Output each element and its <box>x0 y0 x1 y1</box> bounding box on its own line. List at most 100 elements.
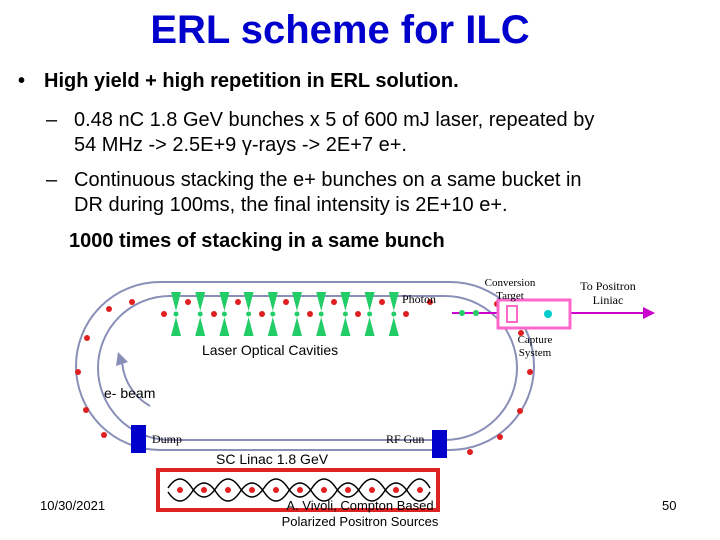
linac-bunch <box>177 487 183 493</box>
linac-bunch <box>249 487 255 493</box>
e-beam-label: e- beam <box>104 385 156 401</box>
photon-label: Photon <box>402 292 437 306</box>
ring-bunch <box>467 449 473 455</box>
laser-cavity-upper <box>316 292 327 311</box>
photon-dot <box>459 310 465 316</box>
linac-bunch <box>273 487 279 493</box>
laser-cavity-upper <box>388 292 399 311</box>
bullet-3-line-1: Continuous stacking the e+ bunches on a … <box>74 169 582 191</box>
top-bunch <box>403 311 409 317</box>
ring-bunch <box>84 335 90 341</box>
sc-linac-box <box>156 468 440 512</box>
laser-focus-point <box>367 311 373 317</box>
bullet-marker-2: – <box>46 109 58 131</box>
laser-cavity-upper <box>219 292 230 311</box>
rf-gun-block <box>432 430 447 458</box>
top-bunch <box>427 299 433 305</box>
laser-cavity-upper <box>292 292 302 311</box>
laser-cavities-label: Laser Optical Cavities <box>202 342 339 358</box>
ring-outer <box>75 281 535 451</box>
ring-inner <box>97 295 518 441</box>
bullet-3-line-2: DR during 100ms, the final intensity is … <box>74 194 508 216</box>
laser-cavity-lower <box>364 317 375 336</box>
linac-bunch <box>417 487 423 493</box>
laser-focus-point <box>391 311 397 317</box>
top-bunch <box>379 299 385 305</box>
ring-bunch <box>101 432 107 438</box>
bullet-marker-1: • <box>18 70 26 92</box>
linac-bunch <box>369 487 375 493</box>
top-bunch <box>331 299 337 305</box>
stacking-highlight: 1000 times of stacking in a same bunch <box>69 230 445 252</box>
laser-cavity-upper <box>171 292 181 311</box>
laser-cavity-lower <box>267 317 278 336</box>
linac-bunch <box>345 487 351 493</box>
dump-label: Dump <box>152 432 182 446</box>
laser-cavity-upper <box>243 292 254 311</box>
footer-date: 10/30/2021 <box>40 498 106 513</box>
slide-title: ERL scheme for ILC <box>150 8 530 52</box>
footer-author: A. Vivoli, Compton Based Polarized Posit… <box>281 498 439 529</box>
laser-cavity-lower <box>340 317 351 336</box>
photon-dot <box>473 310 479 316</box>
bullet-1-text: High yield + high repetition in ERL solu… <box>44 70 459 92</box>
linac-bunch <box>297 487 303 493</box>
ring-bunch <box>83 407 89 413</box>
laser-focus-point <box>294 311 300 317</box>
linac-bunch <box>321 487 327 493</box>
ring-bunch <box>527 369 533 375</box>
bullet-2-line-1: 0.48 nC 1.8 GeV bunches x 5 of 600 mJ la… <box>74 109 595 131</box>
laser-cavity-upper <box>340 292 351 311</box>
to-positron-linac-label: To Positron Liniac <box>580 279 636 307</box>
top-bunch <box>283 299 289 305</box>
dump-block <box>131 425 146 453</box>
top-bunch <box>235 299 241 305</box>
laser-cavity-lower <box>316 317 327 336</box>
ring-bunch <box>518 330 524 336</box>
laser-cavity-lower <box>292 317 302 336</box>
laser-cavity-array <box>171 292 399 336</box>
linac-bunch <box>225 487 231 493</box>
laser-cavity-lower <box>243 317 254 336</box>
laser-cavity-lower <box>171 317 181 336</box>
top-bunch <box>161 311 167 317</box>
ring-bunch <box>106 306 112 312</box>
ring-bunch <box>75 369 81 375</box>
sc-linac-label: SC Linac 1.8 GeV <box>216 451 329 467</box>
bullet-marker-3: – <box>46 169 58 191</box>
top-bunch <box>307 311 313 317</box>
laser-cavity-upper <box>195 292 206 311</box>
ring-bunch <box>497 434 503 440</box>
laser-cavity-upper <box>267 292 278 311</box>
rf-gun-label: RF Gun <box>386 432 425 446</box>
laser-focus-point <box>246 311 252 317</box>
laser-cavity-lower <box>219 317 230 336</box>
capture-dot <box>544 310 552 318</box>
target-block <box>506 305 518 323</box>
linac-bunch <box>393 487 399 493</box>
linac-bunch <box>201 487 207 493</box>
ring-bunch <box>517 408 523 414</box>
laser-focus-point <box>270 311 276 317</box>
electron-bunches-top <box>129 299 433 317</box>
top-bunch <box>129 299 135 305</box>
laser-focus-point <box>221 311 227 317</box>
top-bunch <box>185 299 191 305</box>
footer-page-number: 50 <box>662 498 677 513</box>
laser-focus-point <box>318 311 324 317</box>
linac-wave-upper <box>167 478 431 498</box>
top-bunch <box>259 311 265 317</box>
laser-focus-point <box>197 311 203 317</box>
laser-focus-point <box>173 311 179 317</box>
top-bunch <box>211 311 217 317</box>
linac-wave-lower <box>167 482 431 502</box>
conversion-target-label: Conversion Target <box>484 277 536 302</box>
laser-focus-point <box>342 311 348 317</box>
laser-cavity-lower <box>388 317 399 336</box>
capture-system-label: Capture System <box>517 334 553 359</box>
bullet-2-line-2: 54 MHz -> 2.5E+9 γ-rays -> 2E+7 e+. <box>74 134 407 156</box>
laser-cavity-lower <box>195 317 206 336</box>
linac-bunches <box>177 487 423 493</box>
laser-cavity-upper <box>364 292 375 311</box>
